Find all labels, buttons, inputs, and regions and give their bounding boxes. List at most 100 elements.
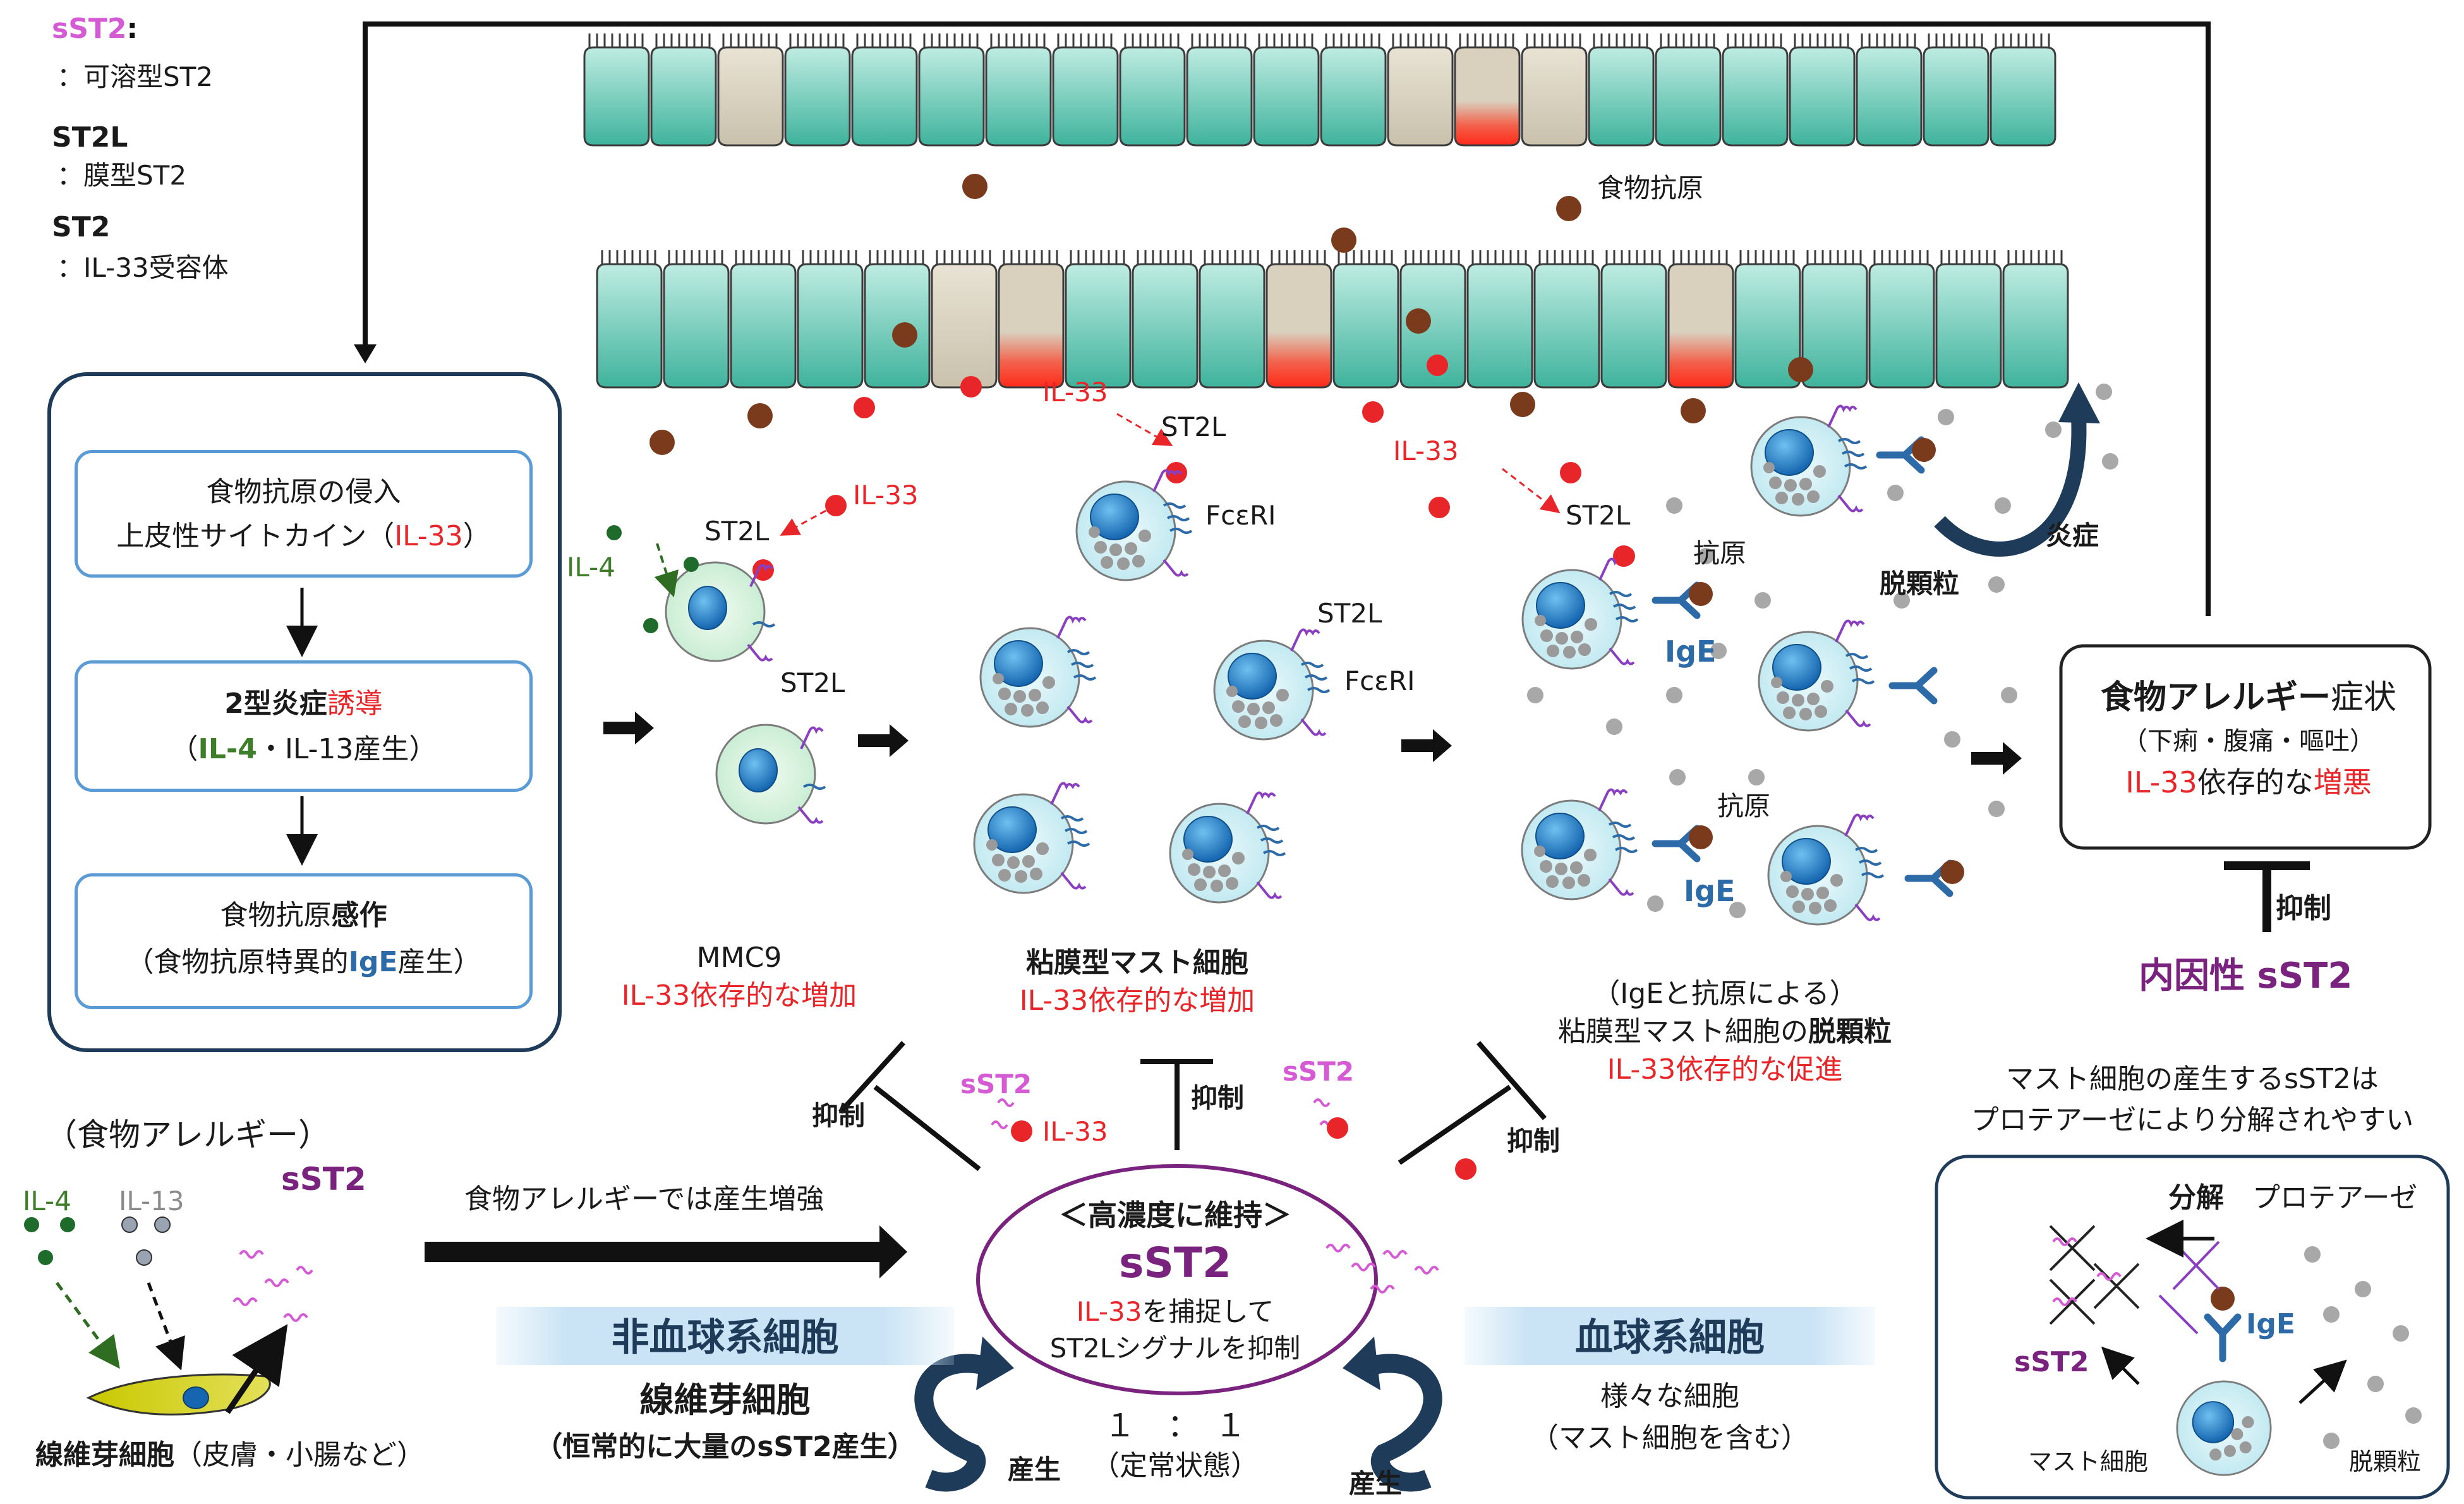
epithelial-cell: [1065, 263, 1132, 389]
produce-left: 産生: [1008, 1454, 1061, 1485]
fibro-cell-label: 線維芽細胞（皮膚・小腸など）: [35, 1439, 425, 1471]
microvilli: [1861, 33, 1916, 47]
microvilli: [802, 250, 857, 264]
epithelial-cell: [1923, 46, 1990, 147]
fibro-sst2: sST2: [281, 1161, 366, 1198]
epithelial-cell: [1868, 263, 1935, 389]
microvilli: [1526, 33, 1581, 47]
epithelial-cell: [1052, 46, 1119, 147]
mmc9-cells: [607, 495, 846, 825]
fibro-header: （食物アレルギー）: [45, 1117, 330, 1153]
protease-sst2: sST2: [2014, 1346, 2089, 1378]
microvilli: [1538, 250, 1594, 264]
microvilli: [1204, 250, 1259, 264]
stage3-ige-b: IgE: [1684, 874, 1736, 908]
microvilli: [1928, 33, 1983, 47]
epithelial-cell: [2002, 263, 2069, 389]
microvilli: [1003, 250, 1058, 264]
suppress-right: 抑制: [1507, 1125, 1561, 1156]
microvilli: [1660, 33, 1715, 47]
epithelial-cell: [1655, 46, 1722, 147]
epithelial-cell: [918, 46, 985, 147]
antigen-label: 食物抗原: [1597, 173, 1704, 203]
suppress-middle: 抑制: [1191, 1083, 1245, 1113]
microvilli: [1794, 33, 1849, 47]
stage2-il33: IL-33: [1042, 377, 1108, 408]
microvilli: [1271, 250, 1326, 264]
fibro-il13: IL-13: [119, 1186, 184, 1216]
stage2-st2l-b: ST2L: [1317, 598, 1382, 629]
blood-band-label: 血球系細胞: [1575, 1316, 1765, 1360]
microvilli: [1057, 33, 1113, 47]
antigen-particles: [649, 174, 1813, 455]
microvilli: [1727, 33, 1782, 47]
microvilli: [869, 250, 924, 264]
microvilli: [1739, 250, 1795, 264]
microvilli: [923, 33, 979, 47]
symptoms-sub: （下痢・腹痛・嘔吐）: [2122, 727, 2375, 756]
microvilli: [990, 33, 1046, 47]
symptoms-line3: IL-33依存的な増悪: [2125, 765, 2372, 799]
blood-line2: （マスト細胞を含む）: [1531, 1422, 1809, 1454]
stage3-st2l: ST2L: [1566, 500, 1631, 531]
stage3-caption-l1: （IgEと抗原による）: [1592, 978, 1857, 1010]
legend-sst2-def: ：可溶型ST2: [57, 61, 214, 92]
goblet-cell: [1387, 46, 1454, 147]
symptoms-title: 食物アレルギー症状: [2100, 679, 2397, 717]
microvilli: [1940, 250, 1996, 264]
microvilli: [1258, 33, 1314, 47]
il33-releasing-cell: [1667, 263, 1734, 389]
flow-step-type2-inflammation: 2型炎症誘導 （IL-4・IL-13産生）: [75, 660, 533, 792]
microvilli: [588, 33, 644, 47]
step3-line2: （食物抗原特異的IgE産生）: [126, 946, 481, 978]
epithelial-cell: [797, 263, 864, 389]
flow-frame: [47, 372, 562, 1052]
step1-line2: 上皮性サイトカイン（IL-33）: [116, 520, 491, 552]
epithelium-top: [583, 33, 2056, 147]
goblet-cell: [931, 263, 998, 389]
fibroblast-illustration: [24, 1216, 313, 1416]
microvilli: [1338, 250, 1393, 264]
epithelial-cell: [1253, 46, 1320, 147]
sst2-float-left: sST2: [960, 1069, 1032, 1100]
epithelial-cell: [1186, 46, 1253, 147]
epithelial-cell: [596, 263, 663, 389]
epithelial-cell: [985, 46, 1052, 147]
epithelial-cell: [1600, 263, 1667, 389]
epithelial-cell: [730, 263, 797, 389]
microvilli: [1605, 250, 1661, 264]
microvilli: [1873, 250, 1929, 264]
produce-right: 産生: [1349, 1468, 1403, 1499]
symptom-inhibit-bar: [2224, 861, 2310, 932]
microvilli: [789, 33, 845, 47]
stage3-caption-l2: 粘膜型マスト細胞の脱顆粒: [1558, 1016, 1892, 1048]
epithelial-cell: [1132, 263, 1199, 389]
center-line4: ST2Lシグナルを抑制: [1049, 1333, 1301, 1364]
microvilli: [601, 250, 656, 264]
legend-st2-def: ：IL-33受容体: [57, 252, 229, 283]
legend-st2l-term: ST2L: [52, 121, 128, 154]
stage2-fceri-a: FcεRI: [1205, 500, 1276, 531]
epithelial-cell: [1533, 263, 1600, 389]
stage3-antigen-b: 抗原: [1717, 791, 1771, 822]
center-sst2: sST2: [1119, 1239, 1231, 1287]
microvilli: [1070, 250, 1125, 264]
stage1-il33: IL-33: [853, 480, 919, 511]
center-ratio: １ ： １: [1104, 1407, 1247, 1444]
sst2-float-right: sST2: [1283, 1056, 1355, 1087]
goblet-cell: [717, 46, 784, 147]
center-steady: （定常状態）: [1092, 1450, 1259, 1482]
legend-sst2-term: sST2:: [52, 13, 138, 45]
feedback-line: [363, 21, 2211, 616]
step3-line1: 食物抗原感作: [220, 899, 387, 931]
il33-releasing-cell: [1265, 263, 1332, 389]
inhibit-bars: [838, 1041, 1547, 1172]
microvilli: [1471, 250, 1527, 264]
center-ellipse: [976, 1164, 1378, 1395]
epithelial-cell: [663, 263, 730, 389]
protease-decompose: 分解: [2168, 1182, 2224, 1214]
epithelial-cell: [1588, 46, 1655, 147]
stage1-caption-l2: IL-33依存的な増加: [621, 979, 857, 1012]
center-line3: IL-33を捕捉して: [1076, 1296, 1274, 1327]
